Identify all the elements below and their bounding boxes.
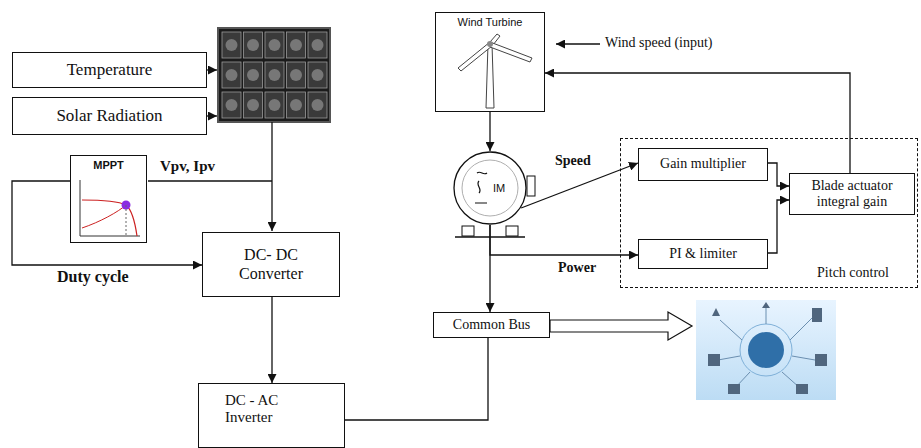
node-text: IM [493,182,505,195]
cell-disc [290,39,302,51]
panel-cell [265,92,284,118]
cell-disc [247,69,259,81]
panel-cell [244,92,263,118]
connector [768,163,789,186]
controller-box: MPPT [70,155,147,243]
node-text: PI & limiter [669,246,737,262]
panel-cells [222,32,327,118]
input-box: Solar Radiation [12,97,207,135]
edge-label: Speed [553,153,593,169]
cell-disc [290,69,302,81]
edge-label: Power [556,260,598,276]
connector [490,225,638,255]
wind-turbine-figure [458,34,532,108]
panel-cell [287,32,306,58]
solar-panel [218,28,330,122]
input-arrow [207,69,217,70]
cell-disc [226,39,238,51]
panel-cell [265,62,284,88]
connector [12,181,202,265]
converter-box: DC- DC Converter [202,232,340,297]
node-text: DC- DC Converter [226,246,316,283]
panel-cell [244,62,263,88]
cell-disc [226,99,238,111]
generator-circle: IM [453,151,527,225]
wind-input-arrow [556,43,600,44]
turbine-box: Wind Turbine [435,12,545,112]
cell-disc [247,99,259,111]
panel-cell [287,92,306,118]
panel-cell [244,32,263,58]
smart-grid-picture [696,300,836,400]
edge-label: Duty cycle [55,268,131,286]
node-text: MPPT [93,159,124,172]
panel-cell [287,62,306,88]
cell-disc [247,39,259,51]
connector [345,338,488,420]
inverter-box: DC - AC Inverter [198,383,345,448]
node-text: Temperature [67,60,153,80]
panel-cell [308,62,327,88]
node-text: Pitch control [817,265,889,281]
node-text: Wind Turbine [458,16,523,29]
cell-disc [226,69,238,81]
cell-disc [269,99,281,111]
cell-disc [269,69,281,81]
panel-cell [265,32,284,58]
panel-cell [222,32,241,58]
panel-cell [308,32,327,58]
connector [271,297,272,383]
panel-cell [222,92,241,118]
pitch-control-group: Pitch control Gain multiplier PI & limiter… [620,138,918,288]
cell-disc [312,39,324,51]
cell-disc [269,39,281,51]
input-arrow [207,115,217,116]
node-text: Gain multiplier [660,156,746,172]
cell-disc [312,99,324,111]
pv-curve [80,180,140,236]
generator-outline [453,151,527,225]
process-box: Gain multiplier [638,148,768,181]
connector [768,200,789,253]
panel-cell [222,62,241,88]
cell-disc [312,69,324,81]
process-box: Blade actuator integral gain [789,173,915,215]
sense-wire [148,180,272,181]
supply-arrow [550,312,692,340]
signal-label: Wind speed (input) [603,35,715,51]
node-text: Common Bus [453,317,530,333]
connector [545,73,850,173]
signal-label: Vpv, Ipv [158,158,217,175]
process-box: PI & limiter [638,239,768,269]
pv-wire [271,122,272,231]
node-text: Blade actuator integral gain [800,178,905,210]
bus-box: Common Bus [433,312,550,338]
node-text: DC - AC Inverter [225,392,315,427]
connector [489,112,490,151]
node-text: Solar Radiation [56,106,162,126]
input-box: Temperature [12,52,207,88]
cell-disc [290,99,302,111]
panel-cell [308,92,327,118]
